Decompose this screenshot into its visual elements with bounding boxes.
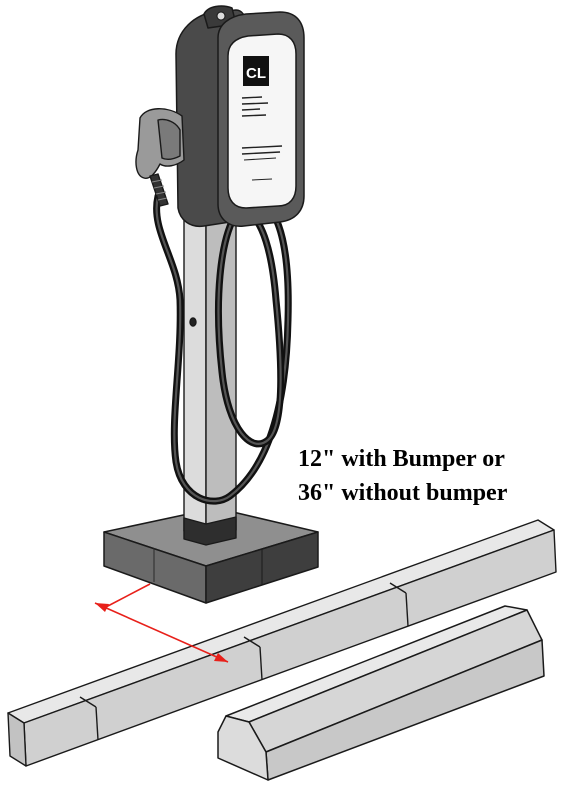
clearance-note-line-2: 36" without bumper <box>298 480 508 506</box>
dimension-arrow <box>94 583 229 663</box>
clearance-note-line-1: 12" with Bumper or <box>298 446 505 472</box>
curb-seam-3b <box>405 592 409 627</box>
logo-text: CL <box>246 65 266 82</box>
charging-cable <box>153 192 292 505</box>
arrow-head-end <box>214 653 228 662</box>
curb-seam-2 <box>243 636 261 648</box>
curb-seam-3 <box>389 582 407 594</box>
curb-strip <box>7 519 557 767</box>
bumper-left-end <box>217 715 269 781</box>
dimension-line <box>94 602 229 663</box>
curb-left-end <box>7 712 27 767</box>
concrete-pad <box>103 507 319 604</box>
charger-housing <box>175 5 305 228</box>
curb-seam-2b <box>259 646 263 681</box>
curb-seam-1 <box>79 696 97 708</box>
curb-seam-1b <box>95 706 99 741</box>
parking-bumper <box>217 605 545 781</box>
charger-logo: CL <box>243 56 269 86</box>
charging-connector <box>135 108 185 207</box>
dimension-extension-line <box>105 583 151 608</box>
faceplate-fine-print <box>241 96 283 181</box>
arrow-double-icon <box>95 603 109 612</box>
